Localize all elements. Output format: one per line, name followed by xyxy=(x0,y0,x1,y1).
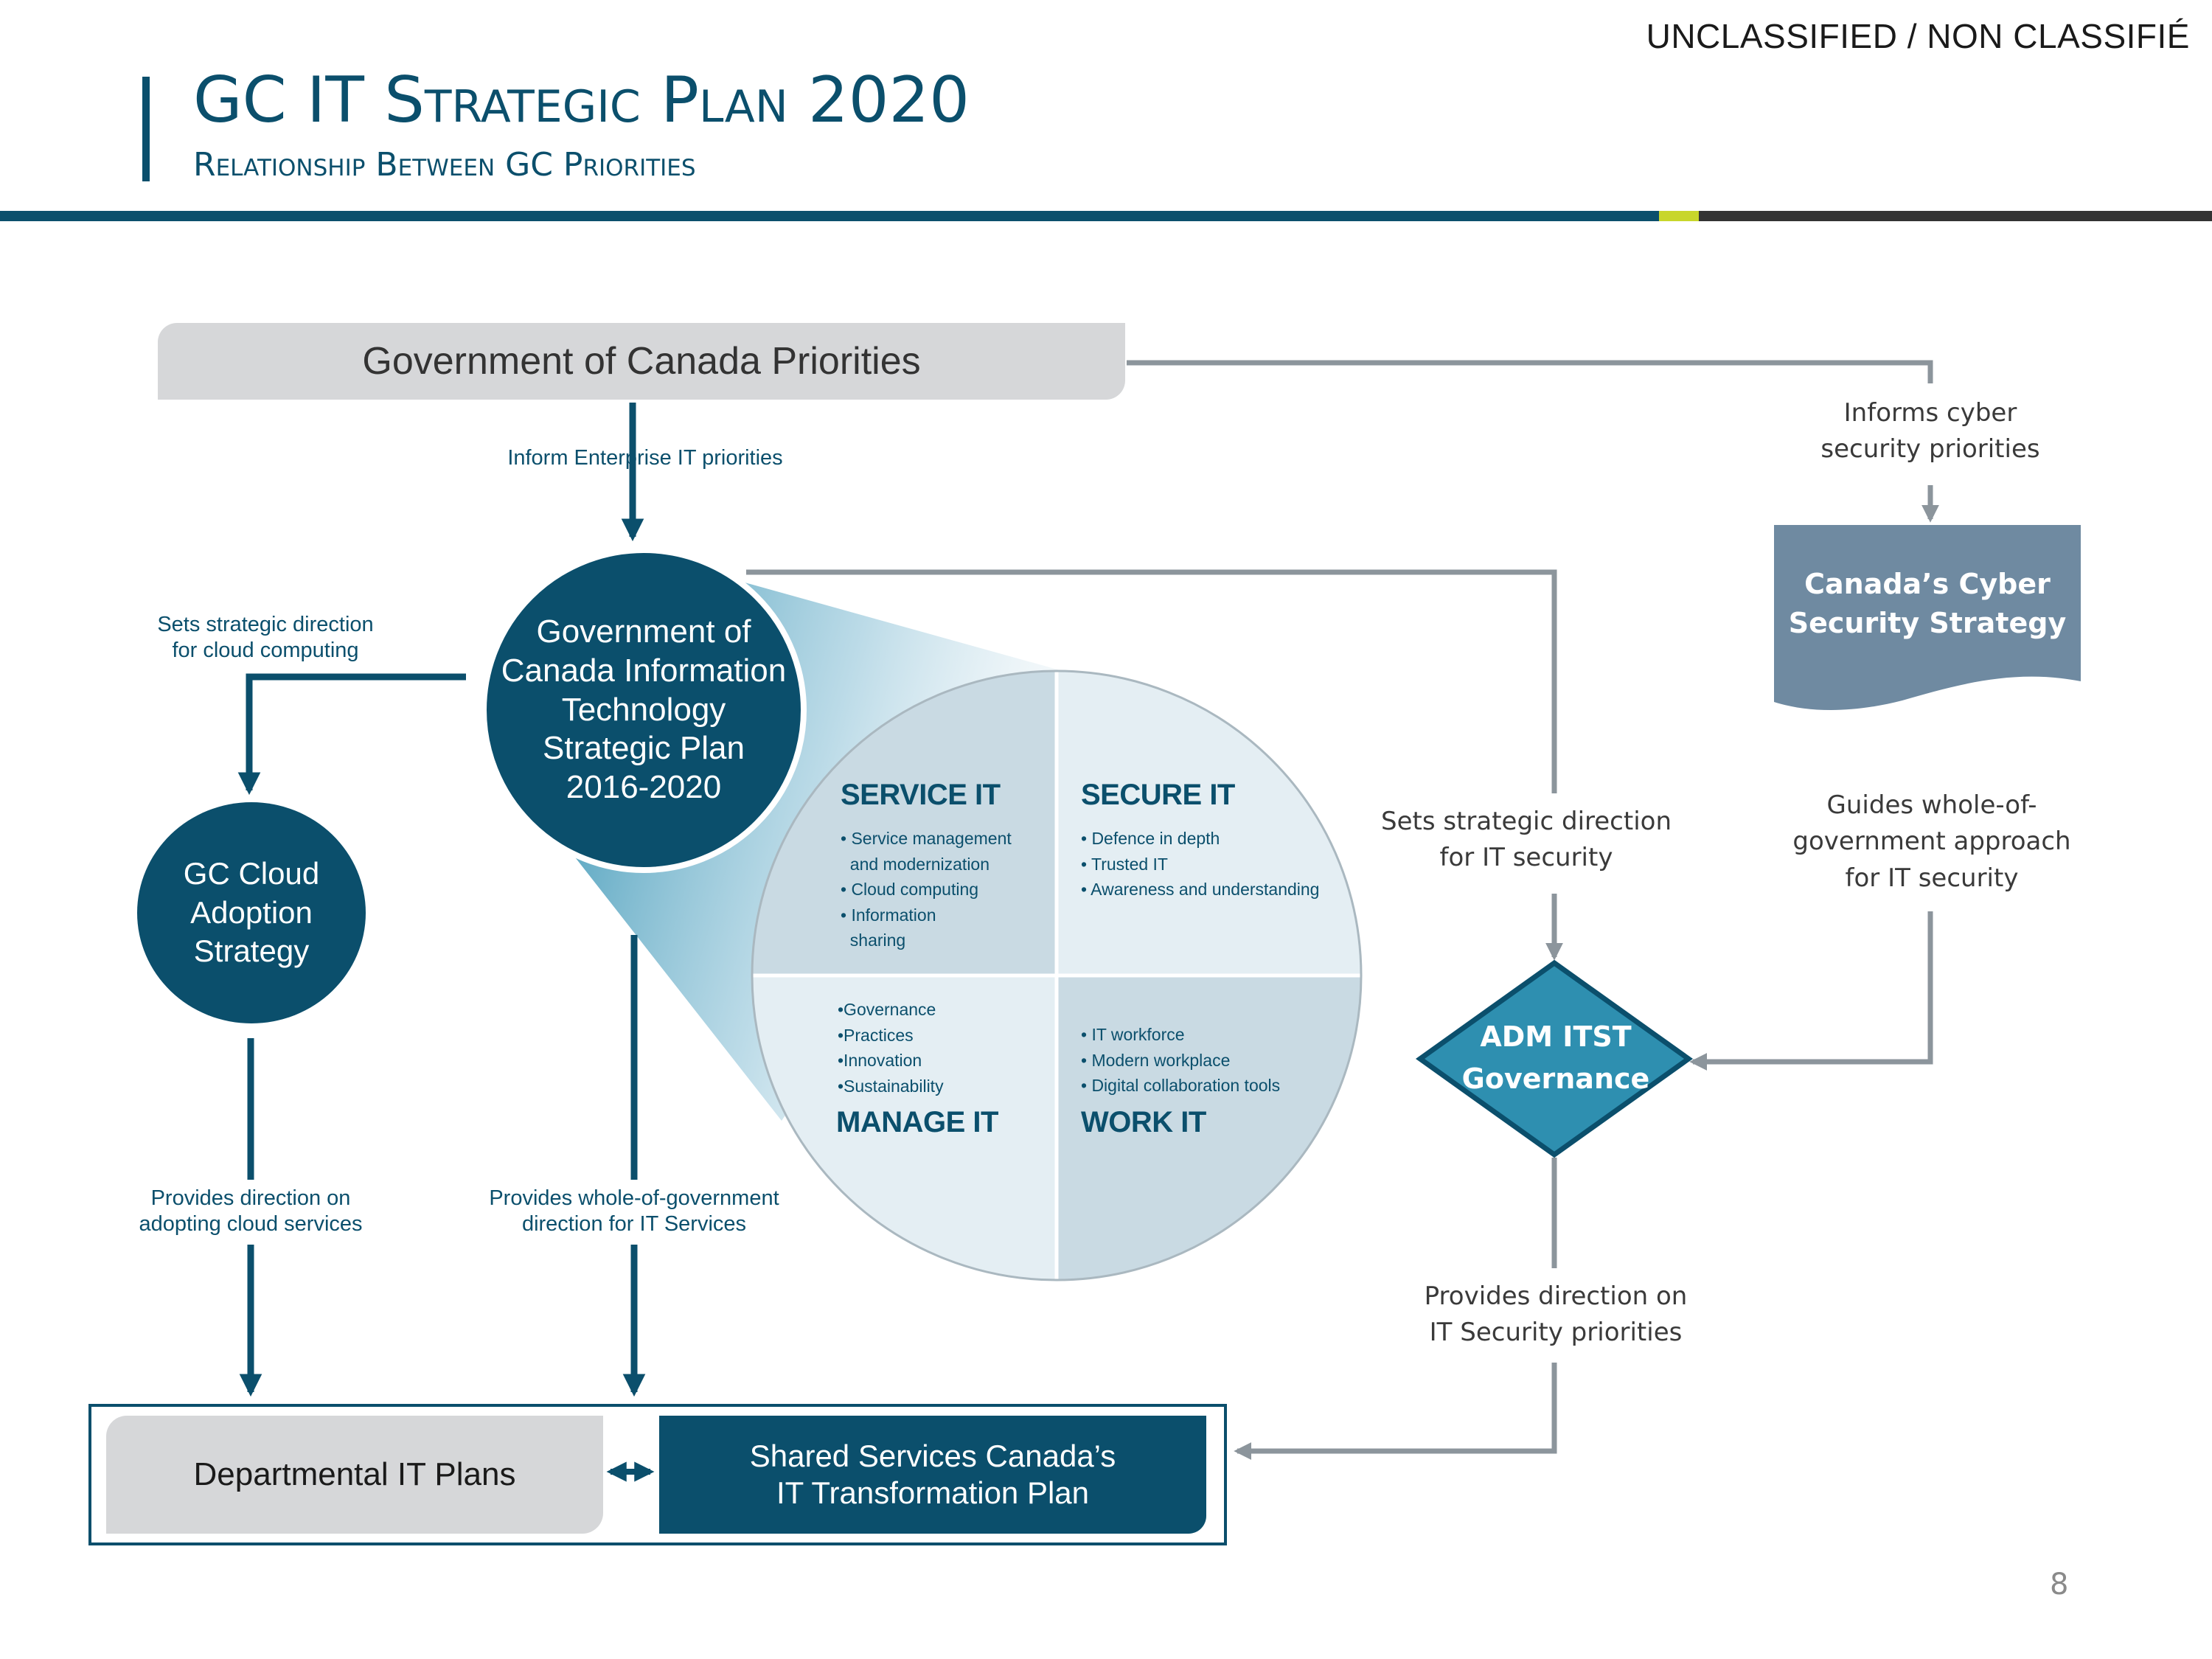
quadrant-bullets-manage-it: •Governance •Practices •Innovation •Sust… xyxy=(838,997,944,1099)
adm-line-2: Governance xyxy=(1461,1062,1650,1095)
ssc-line-2: IT Transformation Plan xyxy=(776,1475,1090,1510)
bullet-item: •Practices xyxy=(838,1025,914,1045)
header-rule-accent xyxy=(1659,211,1699,221)
cyber-line-1: Canada’s Cyber xyxy=(1804,568,2051,600)
bullet-item: • Service management xyxy=(841,829,1012,848)
bullet-item: and modernization xyxy=(841,854,990,874)
page-number: 8 xyxy=(2050,1568,2069,1601)
cyber-strategy-shape xyxy=(1774,525,2081,710)
edge-label-provides-security-direction: Provides direction on IT Security priori… xyxy=(1386,1279,1725,1352)
quadrant-title-secure-it: SECURE IT xyxy=(1081,779,1235,811)
label-line: for IT security xyxy=(1845,863,2019,893)
it-plan-line-5: 2016-2020 xyxy=(566,769,722,806)
priorities-quadrant-circle xyxy=(751,669,1363,1281)
bullet-item: • IT workforce xyxy=(1081,1025,1185,1044)
label-line: Provides direction on xyxy=(1424,1281,1688,1311)
label-line: for IT security xyxy=(1439,843,1613,873)
header-rule-dark xyxy=(1699,211,2212,221)
cyber-line-2: Security Strategy xyxy=(1788,607,2067,640)
page-title: GC IT Strategic Plan 2020 xyxy=(193,63,970,137)
label-line: Informs cyber xyxy=(1843,398,2017,428)
header-rule-blue xyxy=(0,211,1659,221)
it-plan-line-4: Strategic Plan xyxy=(543,730,745,767)
label-line: IT Security priorities xyxy=(1429,1318,1683,1348)
quadrant-bullets-work-it: • IT workforce • Modern workplace • Digi… xyxy=(1081,1022,1280,1099)
edge-label-provides-wog-direction: Provides whole-of-government direction f… xyxy=(472,1186,796,1238)
bullet-item: • Cloud computing xyxy=(841,880,979,899)
quadrant-title-service-it: SERVICE IT xyxy=(841,779,1001,811)
bullet-item: • Trusted IT xyxy=(1081,854,1168,874)
departmental-it-plans-box: Departmental IT Plans xyxy=(106,1416,603,1534)
label-line: Guides whole-of- xyxy=(1826,790,2037,820)
label-line: government approach xyxy=(1792,827,2071,857)
bullet-item: •Governance xyxy=(838,1000,936,1019)
label-line: security priorities xyxy=(1820,434,2040,465)
it-strategic-plan-circle: Government of Canada Information Technol… xyxy=(481,547,807,873)
cloud-line-2: Adoption xyxy=(190,894,313,930)
quadrant-title-work-it: WORK IT xyxy=(1081,1106,1206,1138)
bullet-item: •Innovation xyxy=(838,1051,922,1070)
label-line: Sets strategic direction xyxy=(157,613,374,636)
edge-label-guides-wog-security: Guides whole-of- government approach for… xyxy=(1770,787,2094,897)
adm-governance-diamond xyxy=(1415,959,1694,1158)
it-plan-line-2: Canada Information xyxy=(501,652,787,689)
label-line: Provides whole-of-government xyxy=(489,1186,779,1210)
it-plan-line-3: Technology xyxy=(561,691,726,728)
bullet-item: • Defence in depth xyxy=(1081,829,1220,848)
adm-governance-label: ADM ITST Governance xyxy=(1401,1016,1711,1100)
bullet-item: • Digital collaboration tools xyxy=(1081,1076,1281,1095)
adm-line-1: ADM ITST xyxy=(1480,1020,1632,1053)
bullet-item: • Modern workplace xyxy=(1081,1050,1231,1070)
label-line: adopting cloud services xyxy=(139,1212,363,1237)
edge-label-sets-cloud-direction: Sets strategic direction for cloud compu… xyxy=(118,612,413,664)
label-line: for cloud computing xyxy=(172,639,359,663)
bullet-item: sharing xyxy=(841,931,906,950)
cloud-line-1: GC Cloud xyxy=(183,856,320,891)
edge-label-sets-security-direction: Sets strategic direction for IT security xyxy=(1371,804,1681,877)
label-line: Sets strategic direction xyxy=(1381,807,1672,836)
page-subtitle: Relationship Between GC Priorities xyxy=(193,146,696,184)
edge-label-provides-cloud-direction: Provides direction on adopting cloud ser… xyxy=(111,1186,391,1238)
edge-label-informs-cyber: Informs cyber security priorities xyxy=(1792,395,2069,468)
cloud-line-3: Strategy xyxy=(193,933,310,969)
label-line: Provides direction on xyxy=(150,1186,351,1210)
bullet-item: • Awareness and understanding xyxy=(1081,880,1320,899)
quadrant-bullets-service-it: • Service management and modernization •… xyxy=(841,826,1012,953)
cyber-strategy-box: Canada’s Cyber Security Strategy xyxy=(1774,525,2081,712)
quadrant-bullets-secure-it: • Defence in depth • Trusted IT • Awaren… xyxy=(1081,826,1319,902)
quadrant-title-manage-it: MANAGE IT xyxy=(836,1106,998,1138)
label-line: direction for IT Services xyxy=(521,1212,747,1237)
bullet-item: •Sustainability xyxy=(838,1076,944,1096)
ssc-line-1: Shared Services Canada’s xyxy=(749,1438,1116,1473)
plans-frame xyxy=(88,1404,1227,1545)
classification-label: UNCLASSIFIED / NON CLASSIFIÉ xyxy=(1646,17,2190,55)
it-plan-line-1: Government of xyxy=(536,613,751,650)
cloud-adoption-circle: GC Cloud Adoption Strategy xyxy=(137,802,366,1023)
ssc-transformation-plan-box: Shared Services Canada’s IT Transformati… xyxy=(659,1416,1206,1534)
gc-priorities-box: Government of Canada Priorities xyxy=(158,323,1125,400)
bullet-item: • Information xyxy=(841,905,936,925)
title-accent-bar xyxy=(142,77,150,181)
edge-label-inform-enterprise: Inform Enterprise IT priorities xyxy=(507,446,783,470)
